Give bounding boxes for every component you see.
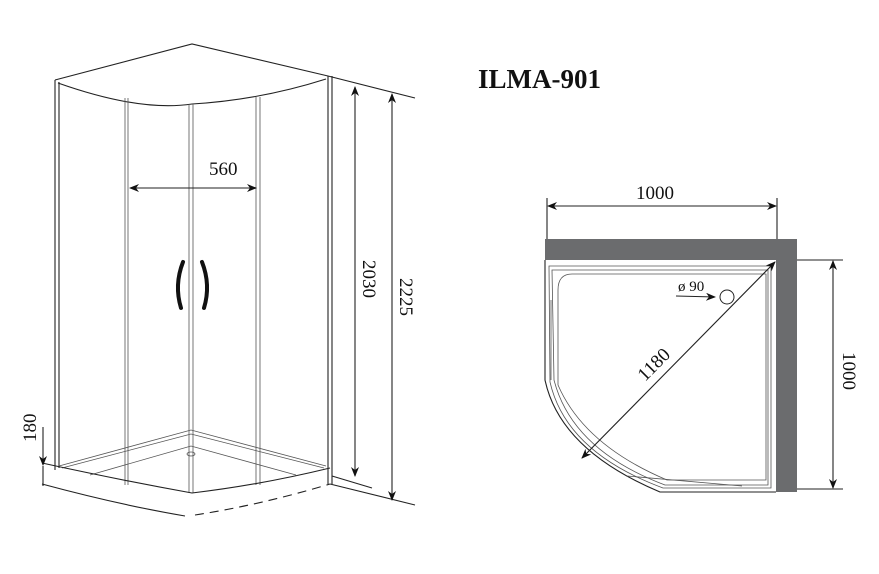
total-height-label: 2225 [395,278,416,316]
roof-front-curve [57,78,327,107]
depth-label: 1000 [838,352,859,390]
tray-outline [544,260,776,493]
roof-outline [54,43,416,99]
frame-posts [54,76,333,493]
shower-tray [41,429,416,517]
diagonal-dimension [581,261,776,459]
drain-arrow [675,292,716,301]
tray-height-label: 180 [20,414,41,443]
door-width-label: 560 [209,159,238,180]
elevation-view: 560 2030 2225 180 [20,43,416,517]
width-label: 1000 [636,183,674,204]
plan-view: ø 90 1180 1000 1000 [544,183,859,493]
wall-corner [545,239,797,492]
drain-circle [719,289,735,305]
door-handles [176,260,209,310]
model-title: ILMA-901 [478,64,601,94]
drain-diameter-label: ø 90 [678,279,704,295]
cabin-height-label: 2030 [358,260,379,298]
diagonal-label: 1180 [634,344,675,385]
